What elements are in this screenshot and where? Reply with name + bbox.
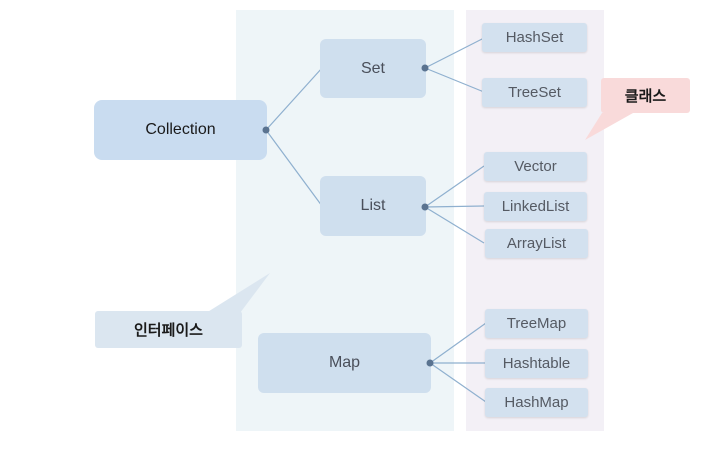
set-label: Set: [360, 59, 385, 77]
treeset-node: TreeSet: [482, 78, 587, 107]
linkedlist-node: LinkedList: [484, 192, 587, 221]
treemap-label: TreeMap: [506, 315, 567, 332]
map-node: Map: [258, 333, 431, 393]
vector-label: Vector: [514, 158, 557, 175]
hashtable-node: Hashtable: [485, 349, 588, 378]
hashmap-label: HashMap: [504, 394, 569, 411]
treeset-label: TreeSet: [508, 84, 561, 101]
collection-label: Collection: [145, 121, 216, 138]
list-node: List: [320, 176, 426, 236]
connector-map-treemap: [429, 322, 487, 364]
interface-callout-tail: [206, 273, 270, 313]
set-node: Set: [320, 39, 426, 98]
vector-node: Vector: [484, 152, 587, 181]
class-callout: 클래스: [601, 78, 690, 113]
list-dot: [421, 203, 429, 211]
connector-set-treeset: [424, 67, 485, 93]
hashtable-label: Hashtable: [502, 355, 571, 372]
connector-collection-list: [265, 129, 323, 207]
hashset-label: HashSet: [505, 29, 564, 46]
connector-collection-set: [265, 67, 323, 131]
map-dot: [426, 359, 434, 367]
class-callout-tail: [585, 113, 633, 140]
hashset-node: HashSet: [482, 23, 587, 52]
arraylist-node: ArrayList: [485, 229, 588, 258]
collection-node: Collection: [94, 100, 267, 160]
linkedlist-label: LinkedList: [501, 198, 570, 215]
interface-callout: 인터페이스: [95, 311, 242, 348]
class-callout-label: 클래스: [624, 88, 667, 105]
connector-list-vector: [424, 165, 485, 208]
map-label: Map: [328, 354, 361, 371]
arraylist-label: ArrayList: [506, 235, 567, 252]
interface-callout-label: 인터페이스: [133, 322, 203, 339]
collection-dot: [262, 126, 270, 134]
list-label: List: [360, 197, 386, 214]
treemap-node: TreeMap: [485, 309, 588, 338]
connector-set-hashset: [424, 37, 485, 69]
connector-map-hashmap: [429, 362, 487, 403]
connector-list-arraylist: [424, 206, 485, 244]
hashmap-node: HashMap: [485, 388, 588, 417]
connector-list-linkedlist: [424, 205, 485, 208]
set-dot: [421, 64, 429, 72]
